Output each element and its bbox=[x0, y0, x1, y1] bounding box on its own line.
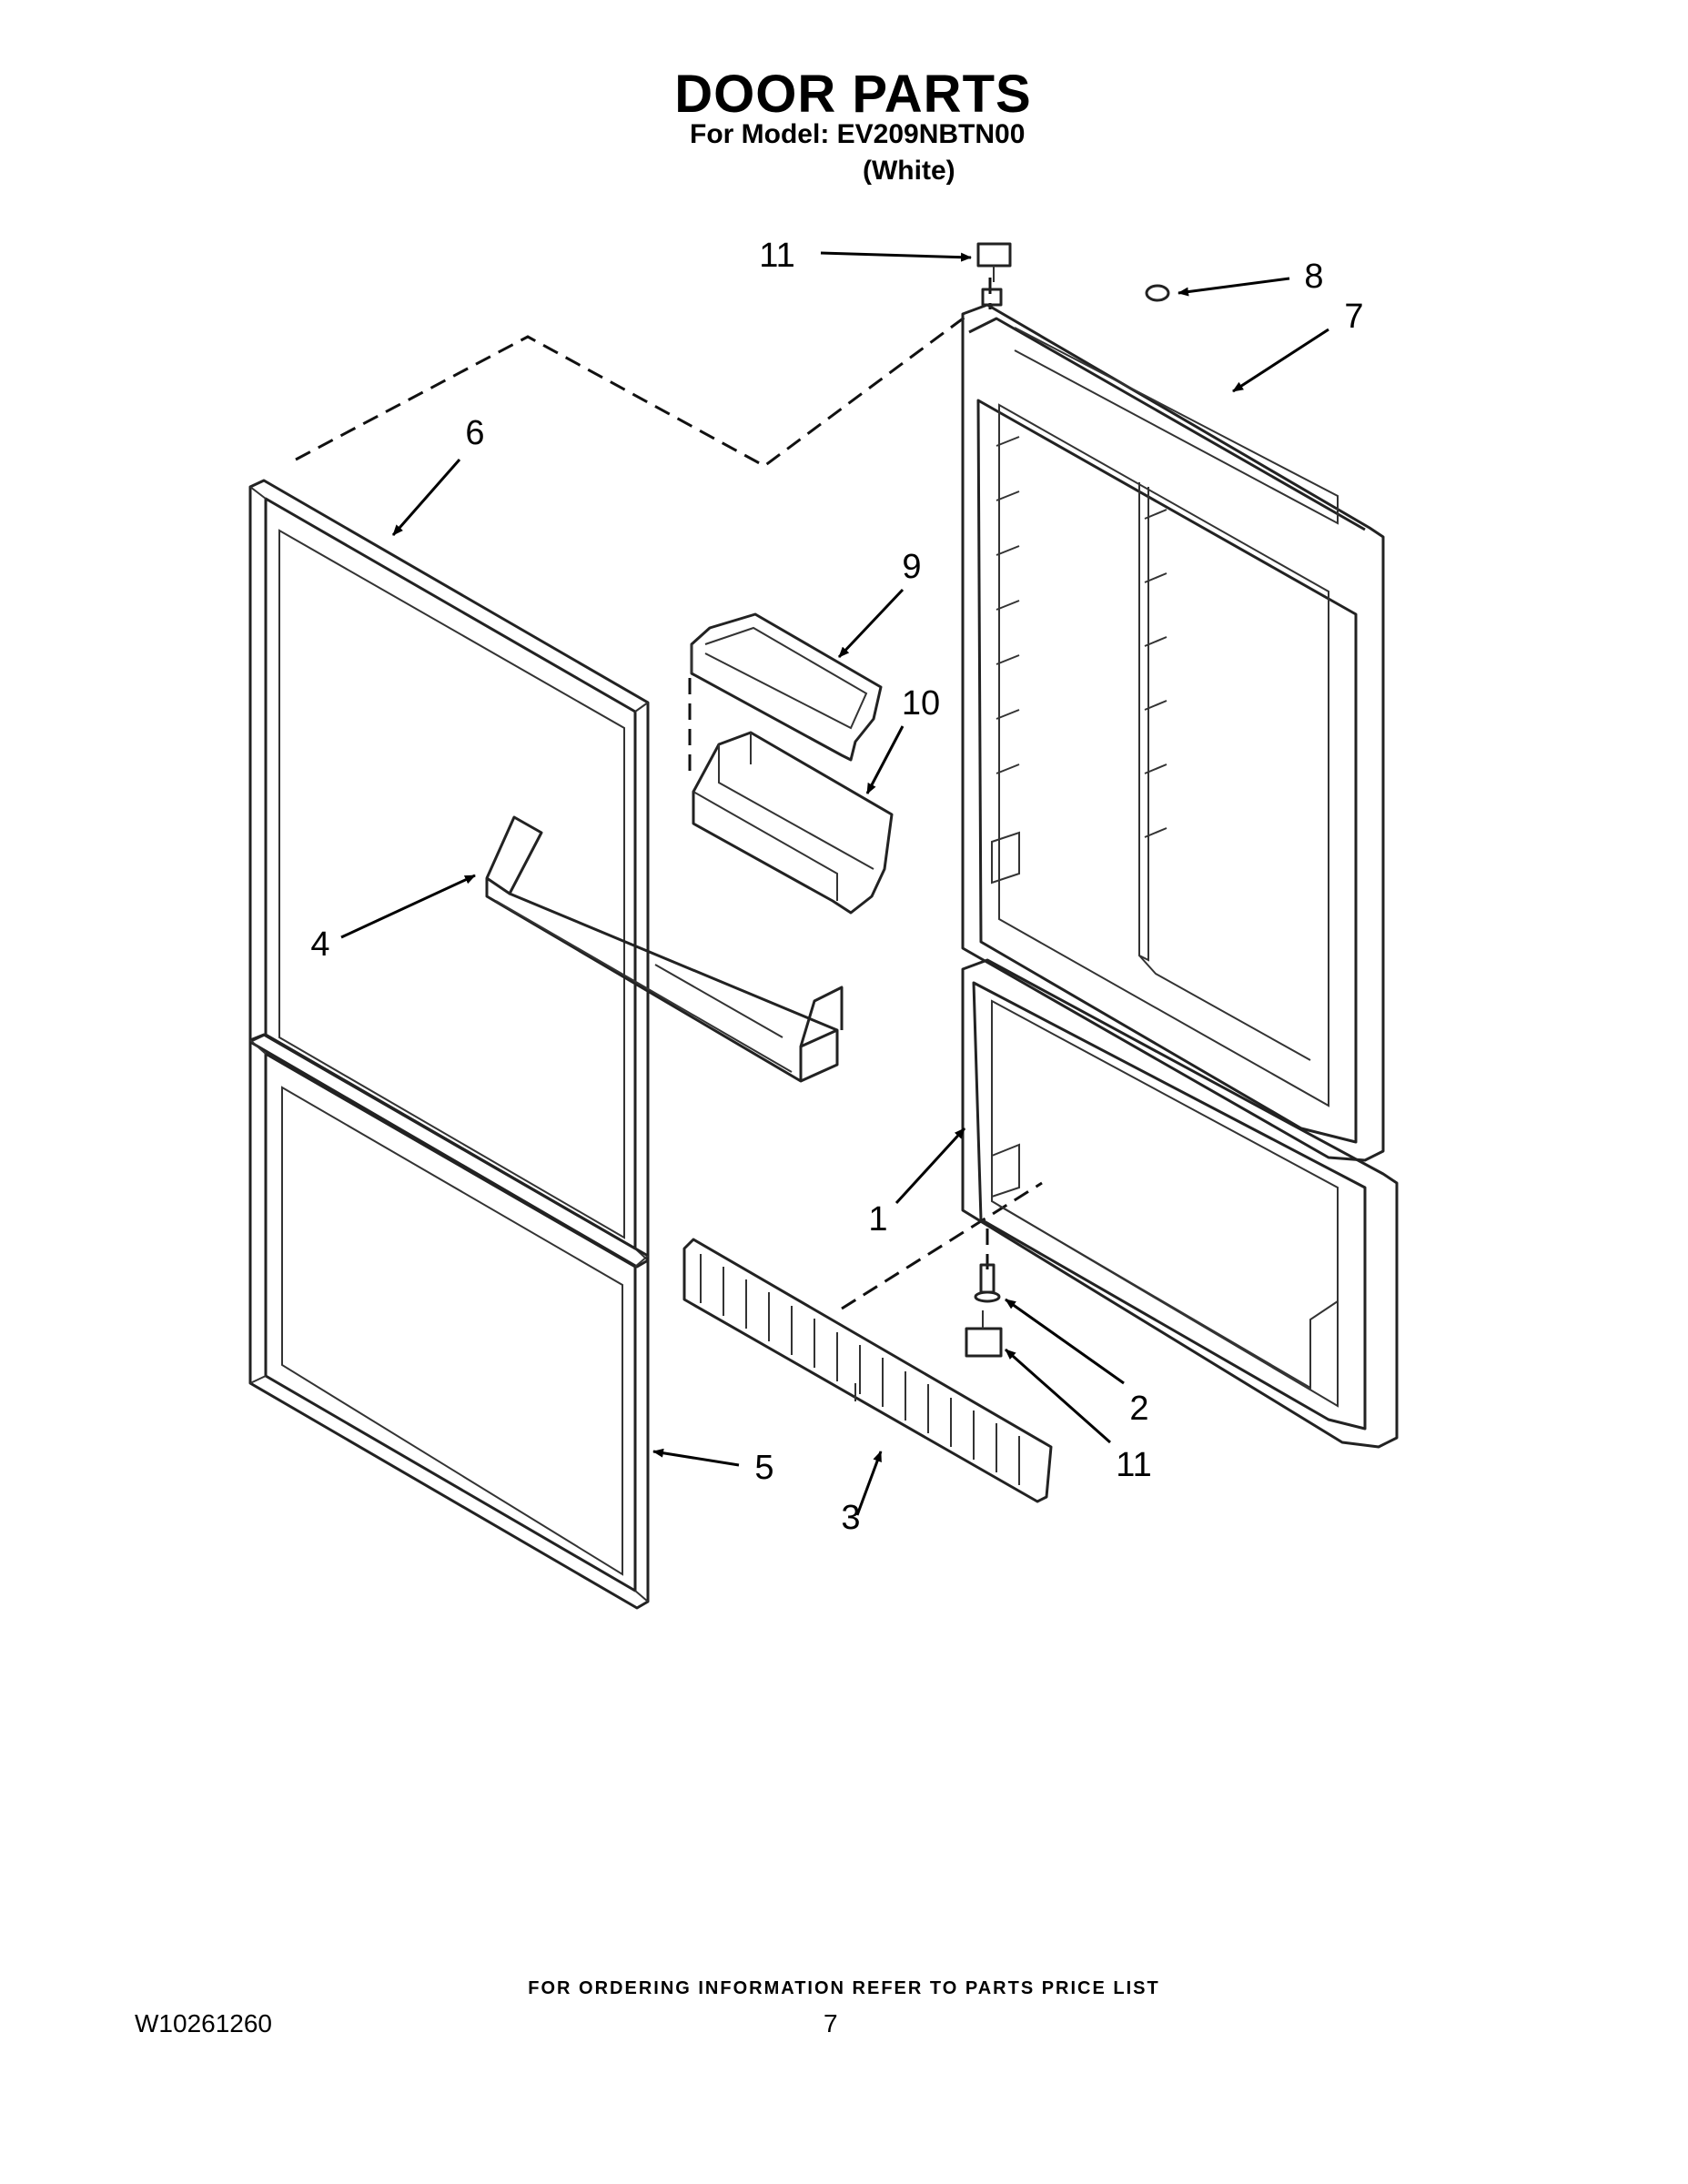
leader-arrows bbox=[340, 251, 1329, 1516]
door-bin-long bbox=[485, 815, 844, 1083]
plug-button bbox=[1145, 284, 1170, 302]
top-hinge bbox=[976, 242, 1012, 307]
callout-11-top: 11 bbox=[759, 237, 794, 275]
callout-11-bottom: 11 bbox=[1116, 1446, 1151, 1484]
model-line: For Model: EV209NBTN00 bbox=[690, 119, 1026, 149]
callout-2: 2 bbox=[1129, 1390, 1148, 1428]
callout-labels: 11 8 7 6 9 10 4 1 2 11 5 3 bbox=[310, 237, 1363, 1537]
lower-door-gasket bbox=[248, 1033, 650, 1610]
callout-9: 9 bbox=[902, 548, 921, 586]
document-number: W10261260 bbox=[135, 2009, 273, 2037]
page-title: DOOR PARTS bbox=[674, 65, 1032, 124]
callout-4: 4 bbox=[310, 925, 329, 964]
color-line: (White) bbox=[863, 156, 955, 186]
bottom-grille bbox=[682, 1238, 1053, 1503]
page-number: 7 bbox=[824, 2009, 838, 2037]
callout-1: 1 bbox=[868, 1200, 887, 1239]
bottom-hinge-assembly bbox=[965, 1263, 1003, 1358]
ordering-note: FOR ORDERING INFORMATION REFER TO PARTS … bbox=[528, 1978, 1160, 1998]
callout-6: 6 bbox=[465, 414, 484, 452]
callout-3: 3 bbox=[841, 1499, 860, 1537]
upper-door-gasket bbox=[248, 479, 650, 1269]
callout-8: 8 bbox=[1304, 258, 1323, 296]
refrigerator-door bbox=[961, 303, 1385, 1162]
door-bin-rail bbox=[690, 612, 883, 762]
assembly-dashed-lines bbox=[295, 278, 1043, 1310]
callout-10: 10 bbox=[902, 684, 940, 723]
callout-7: 7 bbox=[1344, 298, 1363, 336]
freezer-door bbox=[961, 958, 1399, 1449]
door-bin-deep bbox=[692, 731, 894, 915]
callout-5: 5 bbox=[754, 1449, 773, 1487]
